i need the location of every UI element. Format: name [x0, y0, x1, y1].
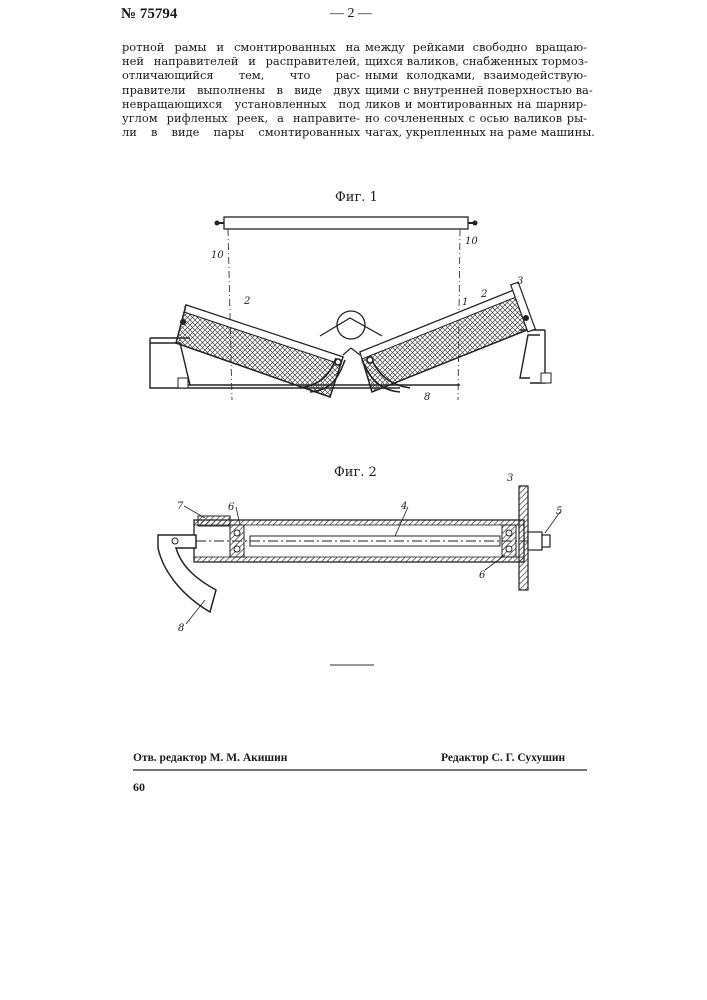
figure2-drawing — [158, 486, 550, 612]
fig2-label: 6 — [228, 502, 235, 513]
fig2-label: 3 — [507, 473, 513, 484]
fig1-label: 2 — [480, 289, 487, 300]
left-grooved-bar — [176, 305, 343, 397]
right-grooved-bar — [360, 282, 535, 392]
fig1-label: 1 — [462, 297, 468, 308]
fig2-label: 7 — [177, 501, 184, 512]
responsible-editor: Отв. редактор М. М. Акишин — [133, 752, 287, 764]
fig1-label: 2 — [243, 296, 250, 307]
fig1-label: 10 — [211, 250, 224, 261]
fig1-label: 8 — [424, 392, 430, 403]
top-roller — [215, 217, 478, 229]
fig1-label: 3 — [517, 276, 523, 287]
fig2-label: 5 — [556, 506, 562, 517]
footer-page-number: 60 — [133, 780, 145, 795]
editor: Редактор С. Г. Сухушин — [441, 752, 565, 764]
fig2-label: 8 — [178, 623, 184, 634]
fig1-label: 1 — [182, 305, 188, 316]
fig2-label: 6 — [479, 570, 486, 581]
fig1-label: 10 — [465, 236, 478, 247]
figure2-caption: Фиг. 2 — [334, 465, 377, 480]
